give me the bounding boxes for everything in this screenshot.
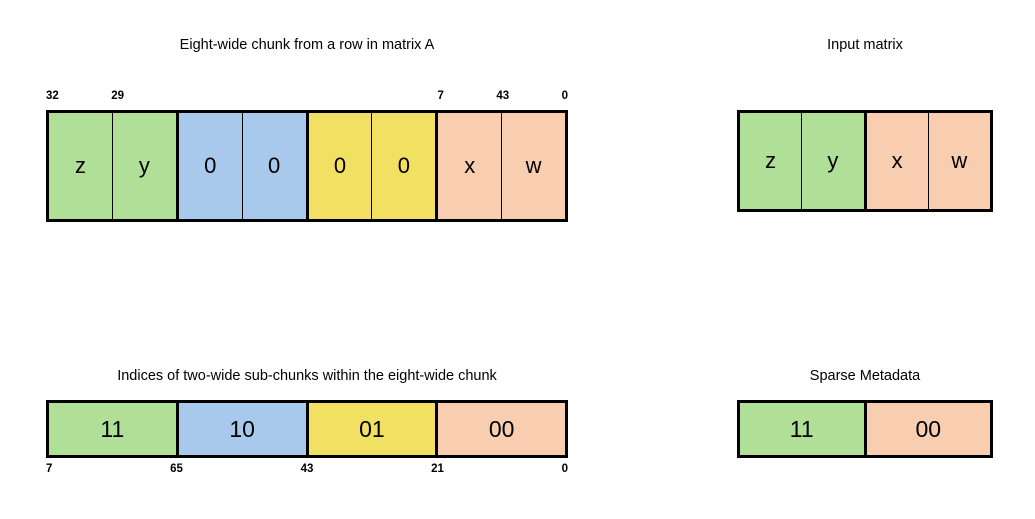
cell-label: z [765, 148, 777, 173]
cell-w-3: w [927, 113, 990, 209]
cell-x-6: x [435, 113, 502, 219]
bit-label-4-3: 4 [496, 90, 503, 102]
bit-label-32-0: 32 [46, 90, 59, 102]
cell-0-2: 0 [175, 113, 242, 219]
cell-label: z [74, 153, 86, 178]
cell-00-3: 00 [435, 403, 565, 455]
bit-label-29-1: 29 [111, 90, 125, 102]
indices-title: Indices of two-wide sub-chunks within th… [117, 368, 497, 384]
cell-0-4: 0 [305, 113, 372, 219]
cell-00-1: 00 [863, 403, 990, 455]
bit-label-5-2: 5 [176, 463, 183, 475]
cell-z-0: z [740, 113, 802, 209]
cell-label: y [138, 153, 150, 178]
cell-label: 0 [333, 153, 347, 178]
cell-label: w [525, 153, 542, 178]
cell-label: w [951, 148, 968, 173]
chunk-title: Eight-wide chunk from a row in matrix A [179, 37, 435, 53]
eight-wide-chunk-row: z y 0 0 0 0 x w [46, 110, 568, 222]
bit-label-0-5: 0 [561, 90, 568, 102]
cell-z-0: z [49, 113, 112, 219]
cell-label: 0 [267, 153, 281, 178]
cell-label: 11 [789, 415, 814, 442]
cell-label: 00 [488, 415, 515, 442]
bit-label-7-0: 7 [46, 463, 53, 475]
cell-label: 0 [204, 153, 217, 178]
indices-row: 11 10 01 00 [46, 400, 568, 458]
bit-label-4-3: 4 [300, 463, 307, 475]
cell-0-5: 0 [371, 113, 436, 219]
bit-label-3-4: 3 [307, 463, 314, 475]
sparse-metadata-title: Sparse Metadata [809, 368, 921, 384]
cell-label: 0 [397, 153, 410, 178]
cell-11-0: 11 [740, 403, 864, 455]
input-matrix-title: Input matrix [827, 37, 903, 53]
cell-label: y [827, 148, 839, 173]
bit-label-2-5: 2 [431, 463, 438, 475]
bit-label-1-6: 1 [437, 463, 444, 475]
cell-w-7: w [501, 113, 565, 219]
bit-label-3-4: 3 [502, 90, 510, 102]
cell-label: 00 [915, 415, 942, 442]
cell-label: 10 [229, 415, 255, 442]
cell-label: 11 [100, 415, 125, 442]
cell-label: 01 [359, 415, 385, 442]
cell-label: x [891, 148, 903, 173]
cell-11-0: 11 [49, 403, 176, 455]
sparse-metadata-row: 11 00 [737, 400, 993, 458]
cell-10-1: 10 [175, 403, 306, 455]
cell-y-1: y [801, 113, 864, 209]
cell-y-1: y [111, 113, 176, 219]
cell-0-3: 0 [241, 113, 306, 219]
bit-label-6-1: 6 [170, 463, 177, 475]
bit-label-7-2: 7 [437, 90, 444, 102]
bit-label-0-7: 0 [561, 463, 568, 475]
cell-x-2: x [863, 113, 928, 209]
cell-label: x [464, 153, 476, 178]
cell-01-2: 01 [305, 403, 436, 455]
